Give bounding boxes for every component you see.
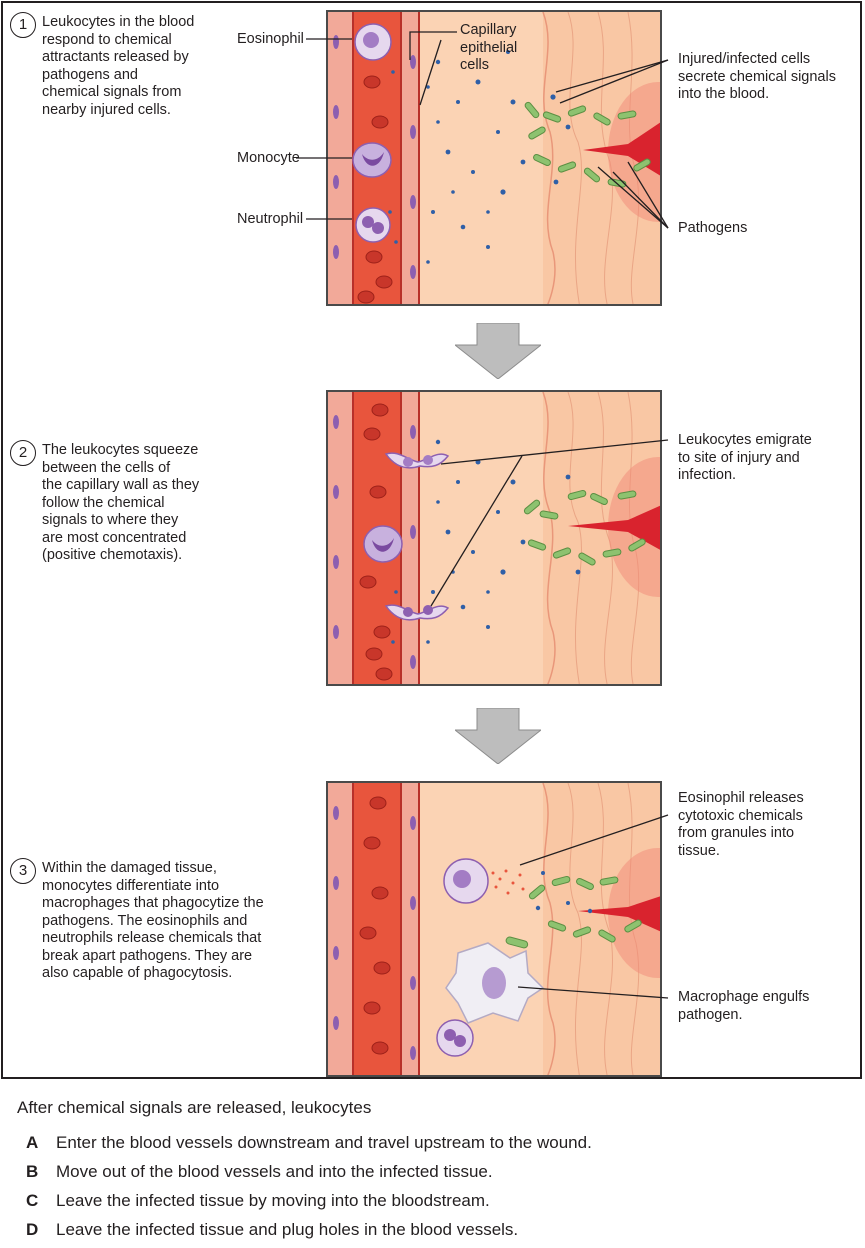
question-stem: After chemical signals are released, leu…	[17, 1098, 372, 1117]
option-d-text: Leave the infected tissue and plug holes…	[56, 1220, 519, 1239]
panel-3-illustration	[328, 783, 660, 1075]
option-b[interactable]: B Move out of the blood vessels and into …	[26, 1162, 493, 1182]
option-d[interactable]: D Leave the infected tissue and plug hole…	[26, 1220, 518, 1240]
step-3-number: 3	[10, 858, 36, 884]
label-monocyte: Monocyte	[237, 150, 300, 166]
label-pathogens: Pathogens	[678, 220, 748, 236]
option-a-key: A	[26, 1133, 39, 1152]
label-neutrophil: Neutrophil	[237, 211, 304, 227]
option-b-text: Move out of the blood vessels and into t…	[56, 1162, 493, 1181]
option-c-text: Leave the infected tissue by moving into…	[56, 1191, 490, 1210]
option-a[interactable]: A Enter the blood vessels downstream and …	[26, 1133, 592, 1153]
step-3-text: Within the damaged tissue,monocytes diff…	[42, 860, 264, 981]
figure-frame	[1, 1, 862, 1079]
step-2-number: 2	[10, 440, 36, 466]
panel-phagocytosis	[326, 781, 662, 1077]
option-c-key: C	[26, 1191, 39, 1210]
step-1-number: 1	[10, 12, 36, 38]
option-a-text: Enter the blood vessels downstream and t…	[56, 1133, 592, 1152]
option-d-key: D	[26, 1220, 39, 1239]
panel-chemotaxis-signal	[326, 10, 662, 306]
panel-leukocyte-emigration	[326, 390, 662, 686]
down-arrow-icon	[455, 323, 541, 379]
down-arrow-icon	[455, 708, 541, 764]
option-b-key: B	[26, 1162, 39, 1181]
panel-1-illustration	[328, 12, 660, 304]
leader-lines	[296, 31, 669, 999]
label-eosinophil: Eosinophil	[237, 31, 304, 47]
option-c[interactable]: C Leave the infected tissue by moving int…	[26, 1191, 490, 1211]
panel-2-illustration	[328, 392, 660, 684]
